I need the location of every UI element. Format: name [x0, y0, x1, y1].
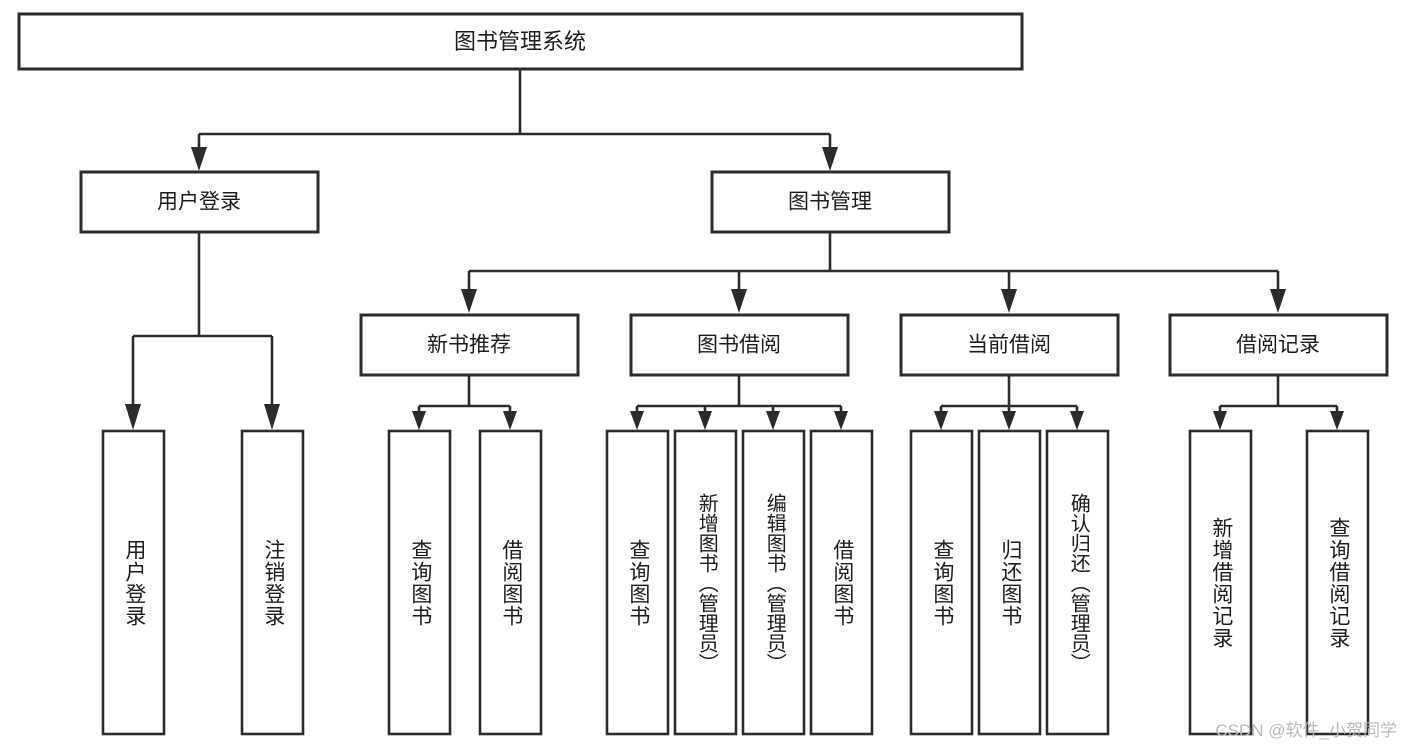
connector-new-book-recommend-to-leaves: [412, 375, 517, 430]
connector-book-borrow-to-leaves: [630, 375, 848, 430]
arrow-to-leaf-query-book-2: [630, 411, 644, 430]
leaf-box-add-record[interactable]: [1188, 429, 1253, 736]
node-new-book-recommend[interactable]: 新书推荐: [359, 313, 580, 377]
arrow-to-leaf-query-book-1: [412, 411, 426, 430]
connector-current-borrow-to-leaves: [934, 375, 1084, 430]
node-borrow-record-label: 借阅记录: [1236, 334, 1320, 357]
leaf-box-confirm-return[interactable]: [1045, 429, 1110, 736]
node-root-box[interactable]: [17, 12, 1024, 71]
arrow-to-borrow-record: [1270, 289, 1286, 313]
node-book-manage-label: 图书管理: [788, 191, 872, 214]
node-user-login-box[interactable]: [79, 170, 320, 234]
node-user-login-label: 用户登录: [157, 191, 241, 214]
node-book-manage[interactable]: 图书管理: [710, 170, 951, 234]
node-borrow-record[interactable]: 借阅记录: [1168, 313, 1389, 377]
node-current-borrow-label: 当前借阅: [967, 334, 1051, 357]
node-book-borrow-label: 图书借阅: [697, 334, 781, 357]
connector-root-to-level2: [191, 69, 838, 171]
node-book-borrow[interactable]: 图书借阅: [629, 313, 850, 377]
leaf-box-query-book-1[interactable]: [387, 429, 452, 736]
leaf-box-query-book-2[interactable]: [605, 429, 670, 736]
connector-borrow-record-to-leaves: [1213, 375, 1344, 430]
leaf-box-user-login[interactable]: [101, 429, 166, 736]
arrow-to-leaf-query-book-3: [934, 411, 948, 430]
arrow-to-leaf-add-book: [698, 411, 712, 430]
node-new-book-recommend-label: 新书推荐: [427, 334, 511, 357]
node-new-book-recommend-box[interactable]: [359, 313, 580, 377]
arrow-to-leaf-return-book: [1002, 411, 1016, 430]
leaf-box-return-book[interactable]: [977, 429, 1042, 736]
arrow-to-book-borrow: [731, 289, 747, 313]
node-current-borrow-box[interactable]: [899, 313, 1120, 377]
leaf-box-add-book[interactable]: [673, 429, 738, 736]
leaf-box-query-record[interactable]: [1305, 429, 1370, 736]
arrow-to-new-book-recommend: [461, 289, 477, 313]
leaf-box-borrow-book-1[interactable]: [478, 429, 543, 736]
node-user-login[interactable]: 用户登录: [79, 170, 320, 234]
node-current-borrow[interactable]: 当前借阅: [899, 313, 1120, 377]
arrow-to-leaf-user-login: [125, 404, 141, 430]
connector-user-login-to-leaves: [125, 232, 280, 430]
arrow-to-leaf-query-record: [1330, 411, 1344, 430]
leaf-box-borrow-book-2[interactable]: [809, 429, 874, 736]
node-root-label: 图书管理系统: [454, 29, 586, 54]
arrow-to-leaf-borrow-book-1: [503, 411, 517, 430]
leaf-box-query-book-3[interactable]: [909, 429, 974, 736]
watermark-text: CSDN @软件_小贺同学: [1215, 721, 1397, 740]
arrow-to-user-login: [191, 147, 207, 171]
connector-book-manage-to-level3: [461, 232, 1286, 313]
node-root[interactable]: 图书管理系统: [17, 12, 1024, 71]
arrow-to-current-borrow: [1001, 289, 1017, 313]
arrow-to-leaf-confirm-return: [1070, 411, 1084, 430]
arrow-to-book-manage: [822, 147, 838, 171]
leaf-box-user-logout[interactable]: [240, 429, 305, 736]
arrow-to-leaf-add-record: [1213, 411, 1227, 430]
arrow-to-leaf-borrow-book-2: [834, 411, 848, 430]
arrow-to-leaf-user-logout: [264, 404, 280, 430]
arrow-to-leaf-edit-book: [766, 411, 780, 430]
leaf-box-edit-book[interactable]: [741, 429, 806, 736]
